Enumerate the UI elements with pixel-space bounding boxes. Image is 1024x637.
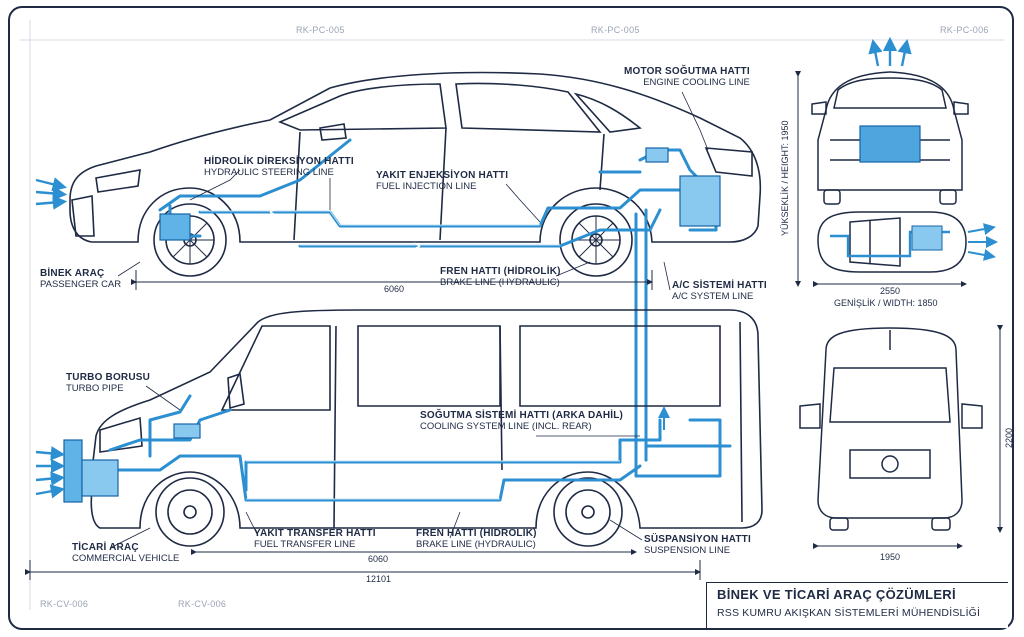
car-length-value: 6060 bbox=[384, 284, 405, 294]
van-front-dimensions bbox=[813, 325, 1003, 549]
fuel-transfer-label: YAKIT TRANSFER HATTI FUEL TRANSFER LINE bbox=[254, 528, 376, 550]
car-top-length-value: 2550 bbox=[880, 286, 901, 296]
callout-leaders bbox=[109, 91, 709, 549]
fuel-injection-label: YAKIT ENJEKSİYON HATTI FUEL INJECTION LI… bbox=[376, 170, 508, 192]
label-en: PASSENGER CAR bbox=[40, 278, 122, 290]
ref-code: RK-PC-006 bbox=[940, 25, 989, 35]
ref-code: RK-PC-005 bbox=[591, 25, 640, 35]
steering-line-label: HİDROLİK DİREKSİYON HATTI HYDRAULIC STEE… bbox=[204, 156, 354, 178]
label-en: SUSPENSION LINE bbox=[644, 544, 731, 556]
title-block-subtitle: RSS KUMRU AKIŞKAN SİSTEMLERİ MÜHENDİSLİĞ… bbox=[717, 607, 981, 619]
commercial-vehicle-pipe-highlights bbox=[246, 460, 620, 500]
passenger-car-airflow-arrows bbox=[35, 177, 68, 210]
passenger-car-components bbox=[159, 147, 721, 241]
car-top-airflow-arrows bbox=[967, 223, 998, 261]
passenger-car-label: BİNEK ARAÇ PASSENGER CAR bbox=[40, 268, 121, 290]
car-height-value: YÜKSEKLİK / HEIGHT: 1950 bbox=[780, 120, 790, 236]
van-airflow-arrows bbox=[35, 446, 66, 499]
suspension-line-label: SÜSPANSİYON HATTI SUSPENSION LINE bbox=[644, 534, 751, 556]
label-en: COMMERCIAL VEHICLE bbox=[72, 552, 180, 564]
label-tr: FREN HATTI (HİDROLİK) bbox=[440, 266, 561, 277]
ref-code: RK-PC-005 bbox=[296, 25, 345, 35]
passenger-car-pipe-highlights bbox=[199, 210, 561, 246]
grid-marks bbox=[20, 20, 1004, 610]
commercial-vehicle-front-view bbox=[799, 327, 983, 531]
passenger-car-length-dimension bbox=[131, 270, 653, 290]
label-tr: SÜSPANSİYON HATTI bbox=[644, 534, 751, 545]
turbo-pipe-label: TURBO BORUSU TURBO PIPE bbox=[66, 372, 150, 394]
label-tr: SOĞUTMA SİSTEMİ HATTI (ARKA DAHİL) bbox=[420, 410, 624, 421]
label-en: TURBO PIPE bbox=[66, 382, 124, 394]
label-en: FUEL INJECTION LINE bbox=[376, 180, 477, 192]
engine-cooling-label: MOTOR SOĞUTMA HATTI ENGINE COOLING LINE bbox=[624, 66, 750, 88]
label-en: A/C SYSTEM LINE bbox=[672, 290, 754, 302]
van-length-inner-value: 6060 bbox=[368, 554, 389, 564]
car-brake-line-label: FREN HATTI (HİDROLİK) BRAKE LINE (HYDRAU… bbox=[440, 266, 561, 288]
label-en: COOLING SYSTEM LINE (INCL. REAR) bbox=[420, 420, 592, 432]
label-tr: BİNEK ARAÇ bbox=[40, 268, 105, 279]
label-tr: A/C SİSTEMİ HATTI bbox=[672, 280, 767, 291]
label-en: HYDRAULIC STEERING LINE bbox=[204, 166, 334, 178]
label-en: BRAKE LINE (HYDRAULIC) bbox=[416, 538, 536, 550]
label-en: ENGINE COOLING LINE bbox=[643, 76, 750, 88]
label-tr: TURBO BORUSU bbox=[66, 372, 151, 383]
label-tr: YAKIT ENJEKSİYON HATTI bbox=[376, 170, 509, 181]
van-components bbox=[63, 423, 201, 503]
label-tr: HİDROLİK DİREKSİYON HATTI bbox=[204, 156, 354, 167]
commercial-vehicle-side-view bbox=[90, 309, 763, 547]
title-block-title: BİNEK VE TİCARİ ARAÇ ÇÖZÜMLERİ bbox=[717, 587, 956, 602]
van-length-total-value: 12101 bbox=[366, 574, 392, 584]
label-tr: FREN HATTI (HİDROLİK) bbox=[416, 528, 537, 539]
van-brake-line-label: FREN HATTI (HİDROLİK) BRAKE LINE (HYDRAU… bbox=[416, 528, 537, 550]
label-en: FUEL TRANSFER LINE bbox=[254, 538, 356, 550]
passenger-car-top-view bbox=[817, 211, 967, 273]
van-height-value: 2200 bbox=[1004, 427, 1014, 448]
label-en: BRAKE LINE (HYDRAULIC) bbox=[440, 276, 560, 288]
van-length-dimensions bbox=[25, 549, 701, 580]
label-tr: TİCARİ ARAÇ bbox=[72, 542, 139, 553]
van-cooling-label: SOĞUTMA SİSTEMİ HATTI (ARKA DAHİL) COOLI… bbox=[420, 410, 623, 432]
sheet-frame bbox=[8, 6, 1014, 630]
ref-code: RK-CV-006 bbox=[178, 599, 227, 609]
ref-code: RK-CV-006 bbox=[40, 599, 89, 609]
title-block: BİNEK VE TİCARİ ARAÇ ÇÖZÜMLERİ RSS KUMRU… bbox=[706, 582, 1008, 628]
car-front-radiator bbox=[859, 125, 921, 163]
car-top-pipes bbox=[830, 225, 950, 258]
car-flow-arrows bbox=[269, 208, 421, 250]
label-tr: YAKIT TRANSFER HATTI bbox=[254, 528, 376, 539]
commercial-vehicle-label: TİCARİ ARAÇ COMMERCIAL VEHICLE bbox=[72, 542, 179, 564]
car-width-value: GENİŞLİK / WIDTH: 1850 bbox=[834, 298, 938, 308]
ac-system-label: A/C SİSTEMİ HATTI A/C SYSTEM LINE bbox=[672, 280, 767, 302]
label-tr: MOTOR SOĞUTMA HATTI bbox=[624, 66, 750, 77]
commercial-vehicle-pipes bbox=[98, 394, 732, 502]
van-width-value: 1950 bbox=[880, 552, 901, 562]
car-front-exhaust-arrows bbox=[868, 36, 912, 67]
